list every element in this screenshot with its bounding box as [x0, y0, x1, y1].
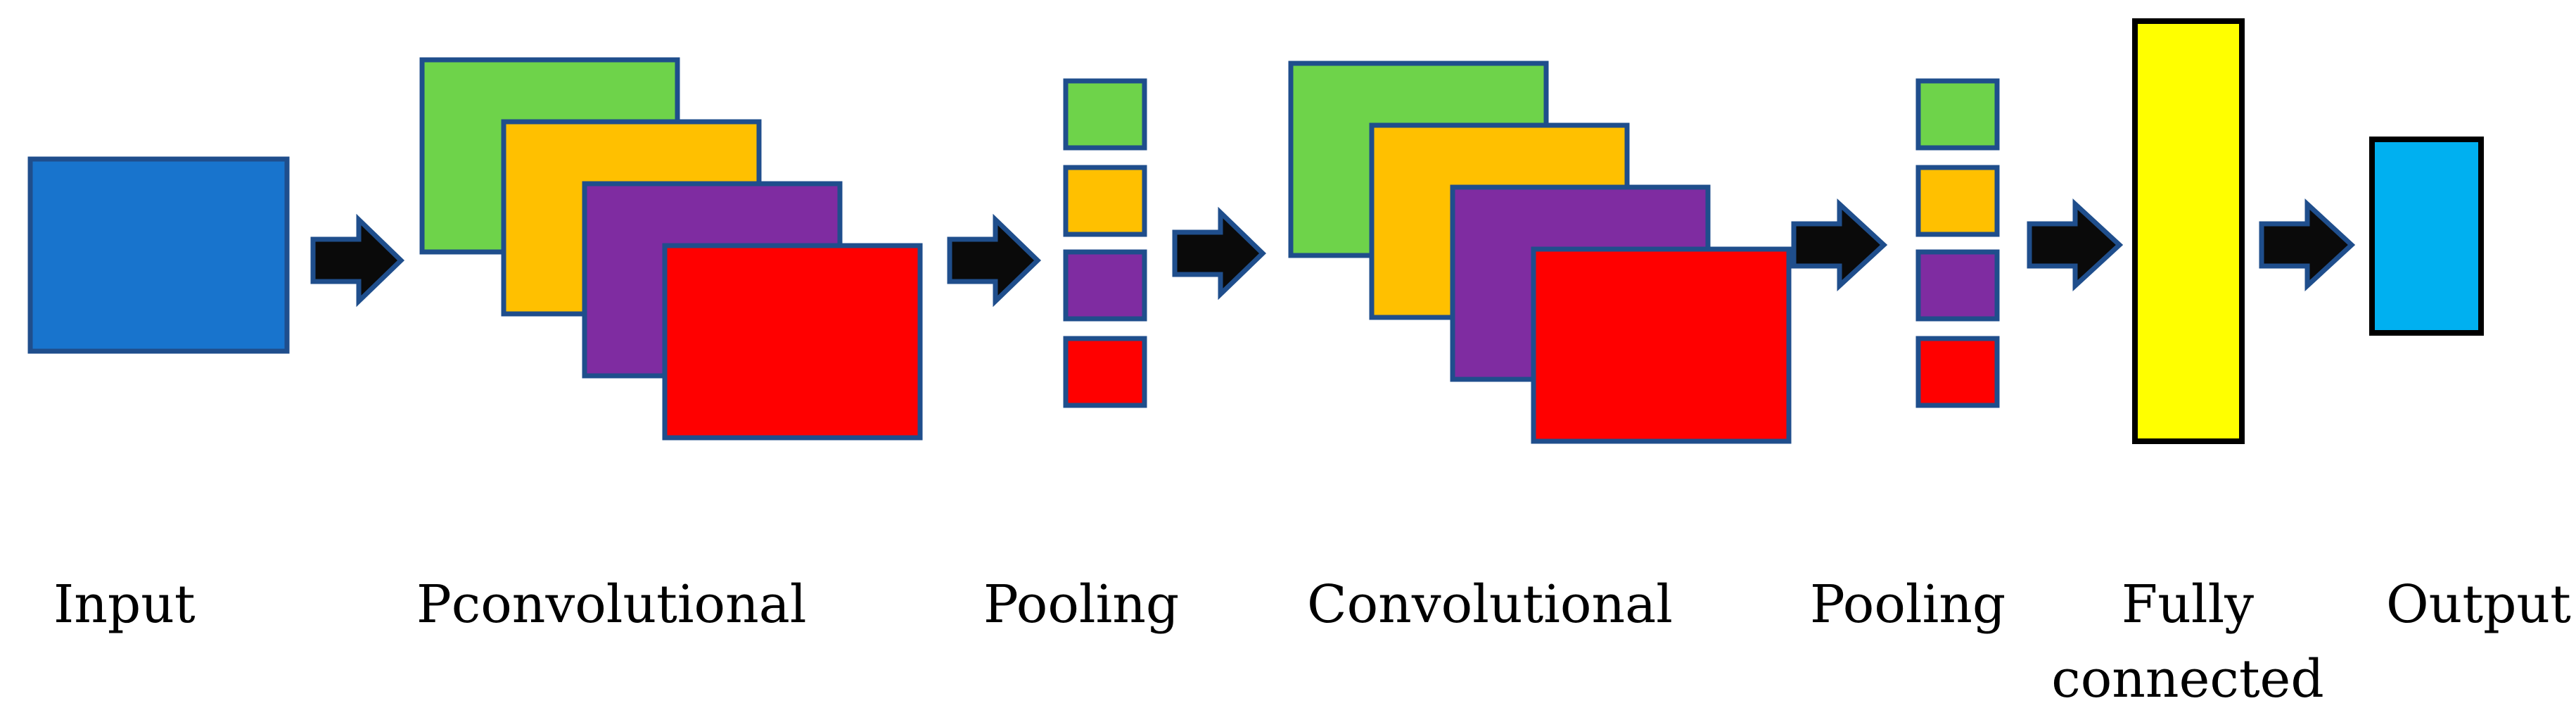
arrow-icon [947, 213, 1042, 308]
label-fully: Fully [2121, 574, 2255, 635]
label-conv2: Convolutional [1307, 574, 1673, 635]
arrow-icon [310, 213, 405, 308]
output-block [2369, 137, 2484, 336]
label-pool1: Pooling [983, 574, 1180, 635]
pool1-map-purple [1063, 249, 1147, 322]
label-conv1: Pconvolutional [416, 574, 807, 635]
pool2-map-red [1915, 336, 2000, 408]
arrow-icon [1791, 198, 1888, 291]
arrow-icon [2259, 198, 2356, 291]
pool1-map-orange [1063, 165, 1147, 237]
pool2-map-green [1915, 78, 2000, 151]
pool1-map-green [1063, 78, 1147, 151]
conv1-map-red [662, 243, 923, 441]
label-output: Output [2386, 574, 2571, 635]
input-block [27, 156, 290, 354]
arrow-icon [2027, 198, 2124, 291]
pool2-map-purple [1915, 249, 2000, 322]
pool1-map-red [1063, 336, 1147, 408]
pool2-map-orange [1915, 165, 2000, 237]
label-connected: connected [2051, 649, 2324, 709]
arrow-icon [1172, 206, 1267, 301]
label-pool2: Pooling [1810, 574, 2006, 635]
fully-connected-block [2132, 18, 2245, 444]
label-input: Input [53, 574, 196, 635]
conv2-map-red [1531, 246, 1792, 444]
